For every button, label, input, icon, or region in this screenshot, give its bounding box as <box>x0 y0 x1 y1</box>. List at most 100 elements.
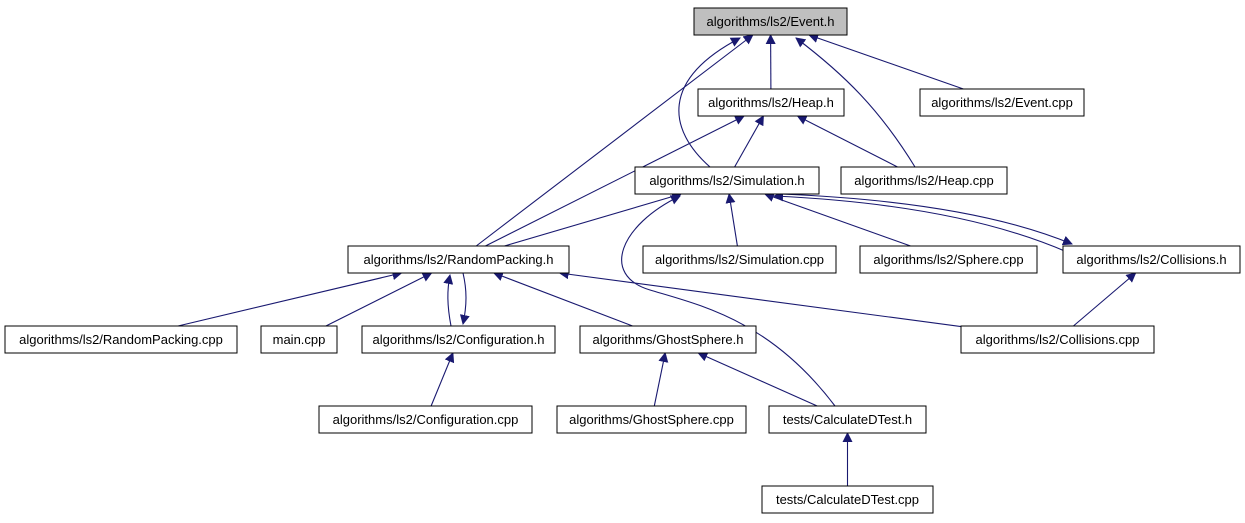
edge-randompacking-h-to-event-h <box>475 34 754 247</box>
edge-simulation-h-to-heap-h <box>734 115 764 168</box>
edge-randompacking-h-to-configuration-h <box>459 272 470 325</box>
node-label: algorithms/GhostSphere.cpp <box>569 412 734 427</box>
node-box <box>1062 245 1241 274</box>
node-box <box>642 245 837 274</box>
edge-randompacking-h-to-simulation-h <box>504 191 683 247</box>
node-event-cpp[interactable]: algorithms/ls2/Event.cpp <box>919 88 1085 117</box>
node-box <box>318 405 533 434</box>
node-label: algorithms/ls2/Heap.cpp <box>854 173 993 188</box>
node-label: algorithms/ls2/Event.cpp <box>931 95 1073 110</box>
edge-arrow <box>325 272 433 327</box>
node-label: algorithms/ls2/Event.h <box>707 14 835 29</box>
node-label: algorithms/ls2/Collisions.h <box>1076 252 1226 267</box>
edges-layer <box>177 33 1137 486</box>
edge-arrow <box>459 272 470 325</box>
node-label: algorithms/ls2/RandomPacking.h <box>363 252 553 267</box>
edge-arrow <box>796 115 898 168</box>
edge-arrow <box>443 274 454 327</box>
edge-collisions-cpp-to-randompacking-h <box>558 269 962 328</box>
node-sphere-cpp[interactable]: algorithms/ls2/Sphere.cpp <box>859 245 1038 274</box>
node-label: algorithms/ls2/Sphere.cpp <box>873 252 1023 267</box>
node-box <box>697 88 845 117</box>
node-configuration-h[interactable]: algorithms/ls2/Configuration.h <box>361 325 556 354</box>
edge-arrow <box>773 191 1068 253</box>
edge-configuration-cpp-to-configuration-h <box>430 352 455 407</box>
node-collisions-h[interactable]: algorithms/ls2/Collisions.h <box>1062 245 1241 274</box>
edge-event-cpp-to-event-h <box>808 33 964 90</box>
node-box <box>634 166 820 195</box>
edge-arrow <box>653 352 669 407</box>
edge-sphere-cpp-to-simulation-h <box>763 192 911 247</box>
edge-arrow <box>475 34 754 247</box>
node-box <box>919 88 1085 117</box>
edge-arrow <box>763 192 911 247</box>
node-box <box>556 405 747 434</box>
node-label: algorithms/ls2/RandomPacking.cpp <box>19 332 223 347</box>
edge-main-cpp-to-randompacking-h <box>325 272 433 327</box>
node-calculatedtest-cpp[interactable]: tests/CalculateDTest.cpp <box>761 485 934 514</box>
edge-arrow <box>734 115 764 168</box>
edge-randompacking-h-to-heap-h <box>485 115 745 247</box>
edge-simulation-h-to-collisions-h <box>779 193 1073 246</box>
node-box <box>260 325 338 354</box>
node-label: algorithms/GhostSphere.h <box>592 332 743 347</box>
node-label: algorithms/ls2/Collisions.cpp <box>975 332 1139 347</box>
edge-arrow <box>492 271 633 327</box>
edge-arrow <box>177 270 403 327</box>
node-box <box>960 325 1155 354</box>
node-label: algorithms/ls2/Simulation.cpp <box>655 252 824 267</box>
edge-arrow <box>678 37 741 168</box>
edge-ghostsphere-h-to-randompacking-h <box>492 271 633 327</box>
edge-arrow <box>697 352 818 407</box>
node-box <box>859 245 1038 274</box>
edge-arrow <box>558 269 962 328</box>
node-main-cpp[interactable]: main.cpp <box>260 325 338 354</box>
node-label: tests/CalculateDTest.h <box>783 412 912 427</box>
edge-ghostsphere-cpp-to-ghostsphere-h <box>653 352 669 407</box>
edge-heap-cpp-to-heap-h <box>796 115 898 168</box>
edge-arrow <box>808 33 964 90</box>
node-randompacking-h[interactable]: algorithms/ls2/RandomPacking.h <box>347 245 570 274</box>
node-box <box>768 405 927 434</box>
edge-collisions-cpp-to-collisions-h <box>1073 272 1137 327</box>
node-collisions-cpp[interactable]: algorithms/ls2/Collisions.cpp <box>960 325 1155 354</box>
node-event-h[interactable]: algorithms/ls2/Event.h <box>693 7 848 36</box>
edge-arrow <box>621 195 836 407</box>
node-heap-h[interactable]: algorithms/ls2/Heap.h <box>697 88 845 117</box>
edge-heap-cpp-to-event-h <box>795 37 916 168</box>
edge-arrow <box>779 193 1073 246</box>
node-box <box>4 325 238 354</box>
node-box <box>361 325 556 354</box>
edge-calculatedtest-h-to-simulation-h <box>621 195 836 407</box>
edge-arrow <box>504 191 683 247</box>
node-label: main.cpp <box>273 332 326 347</box>
node-label: algorithms/ls2/Configuration.h <box>373 332 545 347</box>
edge-arrow <box>725 193 738 247</box>
node-box <box>579 325 757 354</box>
node-box <box>347 245 570 274</box>
node-simulation-h[interactable]: algorithms/ls2/Simulation.h <box>634 166 820 195</box>
edge-arrow <box>485 115 745 247</box>
edge-arrow <box>795 37 916 168</box>
node-box <box>693 7 848 36</box>
nodes-layer: algorithms/ls2/Event.h algorithms/ls2/Hea… <box>4 7 1241 514</box>
node-box <box>840 166 1008 195</box>
node-configuration-cpp[interactable]: algorithms/ls2/Configuration.cpp <box>318 405 533 434</box>
edge-simulation-h-to-event-h <box>678 37 741 168</box>
node-calculatedtest-h[interactable]: tests/CalculateDTest.h <box>768 405 927 434</box>
node-ghostsphere-cpp[interactable]: algorithms/GhostSphere.cpp <box>556 405 747 434</box>
node-simulation-cpp[interactable]: algorithms/ls2/Simulation.cpp <box>642 245 837 274</box>
node-label: algorithms/ls2/Heap.h <box>708 95 834 110</box>
edge-collisions-h-to-simulation-h <box>773 191 1068 253</box>
node-heap-cpp[interactable]: algorithms/ls2/Heap.cpp <box>840 166 1008 195</box>
edge-simulation-cpp-to-simulation-h <box>725 193 738 247</box>
node-box <box>761 485 934 514</box>
node-label: algorithms/ls2/Simulation.h <box>649 173 804 188</box>
edge-randompacking-cpp-to-randompacking-h <box>177 270 403 327</box>
node-label: algorithms/ls2/Configuration.cpp <box>333 412 519 427</box>
node-randompacking-cpp[interactable]: algorithms/ls2/RandomPacking.cpp <box>4 325 238 354</box>
edge-arrow <box>1073 272 1137 327</box>
node-label: tests/CalculateDTest.cpp <box>776 492 919 507</box>
node-ghostsphere-h[interactable]: algorithms/GhostSphere.h <box>579 325 757 354</box>
